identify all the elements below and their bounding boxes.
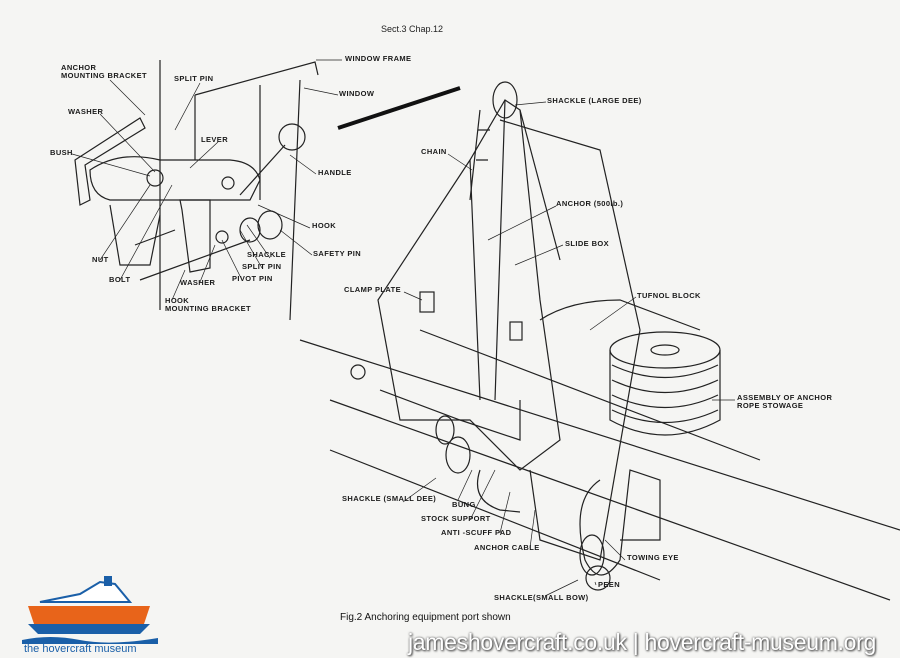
label-anchor-cable: ANCHOR CABLE bbox=[474, 543, 540, 552]
label-handle: HANDLE bbox=[318, 168, 352, 177]
label-bung: BUNG bbox=[452, 500, 476, 509]
section-header: Sect.3 Chap.12 bbox=[381, 24, 444, 34]
label-peen: PEEN bbox=[598, 580, 621, 589]
label-shackle: SHACKLE bbox=[247, 250, 287, 259]
label-shackle-small-dee: SHACKLE (SMALL DEE) bbox=[342, 494, 437, 503]
figure-caption: Fig.2 Anchoring equipment port shown bbox=[340, 612, 511, 623]
label-washer-top: WASHER bbox=[68, 107, 104, 116]
label-bolt: BOLT bbox=[109, 275, 131, 284]
label-anchor-mounting-bracket-line1: ANCHOR bbox=[61, 63, 97, 72]
label-anchor: ANCHOR (500lb.) bbox=[556, 199, 624, 208]
anchor-assembly-drawing bbox=[299, 81, 900, 601]
label-split-pin-top: SPLIT PIN bbox=[174, 74, 214, 83]
label-towing-eye: TOWING EYE bbox=[627, 553, 679, 562]
label-slide-box: SLIDE BOX bbox=[565, 239, 610, 248]
label-stock-support: STOCK SUPPORT bbox=[421, 514, 491, 523]
label-anchor-mounting-bracket-line2: MOUNTING BRACKET bbox=[61, 71, 147, 80]
label-nut: NUT bbox=[92, 255, 109, 264]
label-window-frame: WINDOW FRAME bbox=[345, 54, 412, 63]
label-hook: HOOK bbox=[312, 221, 337, 230]
label-bush: BUSH bbox=[50, 148, 73, 157]
label-shackle-large-dee: SHACKLE (LARGE DEE) bbox=[547, 96, 642, 105]
label-lever: LEVER bbox=[201, 135, 229, 144]
hovercraft-museum-logo bbox=[22, 576, 158, 644]
watermark: jameshovercraft.co.uk | hovercraft-museu… bbox=[408, 629, 876, 655]
logo-text: the hovercraft museum bbox=[24, 643, 137, 655]
hook-mechanism-drawing bbox=[74, 60, 319, 321]
divider-arrow bbox=[337, 86, 461, 130]
label-anti-scuff-pad: ANTI -SCUFF PAD bbox=[441, 528, 512, 537]
label-rope-stowage-line2: ROPE STOWAGE bbox=[737, 401, 804, 410]
label-hook-mounting-bracket-line1: HOOK bbox=[165, 296, 190, 305]
label-clamp-plate: CLAMP PLATE bbox=[344, 285, 402, 294]
label-shackle-small-bow: SHACKLE(SMALL BOW) bbox=[494, 593, 589, 602]
label-pivot-pin: PIVOT PIN bbox=[232, 274, 273, 283]
label-split-pin-bottom: SPLIT PIN bbox=[242, 262, 282, 271]
label-tufnol-block: TUFNOL BLOCK bbox=[637, 291, 701, 300]
label-window: WINDOW bbox=[339, 89, 375, 98]
label-safety-pin: SAFETY PIN bbox=[313, 249, 362, 258]
leader-lines bbox=[71, 59, 735, 597]
label-washer-bottom: WASHER bbox=[180, 278, 216, 287]
label-hook-mounting-bracket-line2: MOUNTING BRACKET bbox=[165, 304, 251, 313]
label-rope-stowage-line1: ASSEMBLY OF ANCHOR bbox=[737, 393, 833, 402]
label-chain: CHAIN bbox=[421, 147, 447, 156]
